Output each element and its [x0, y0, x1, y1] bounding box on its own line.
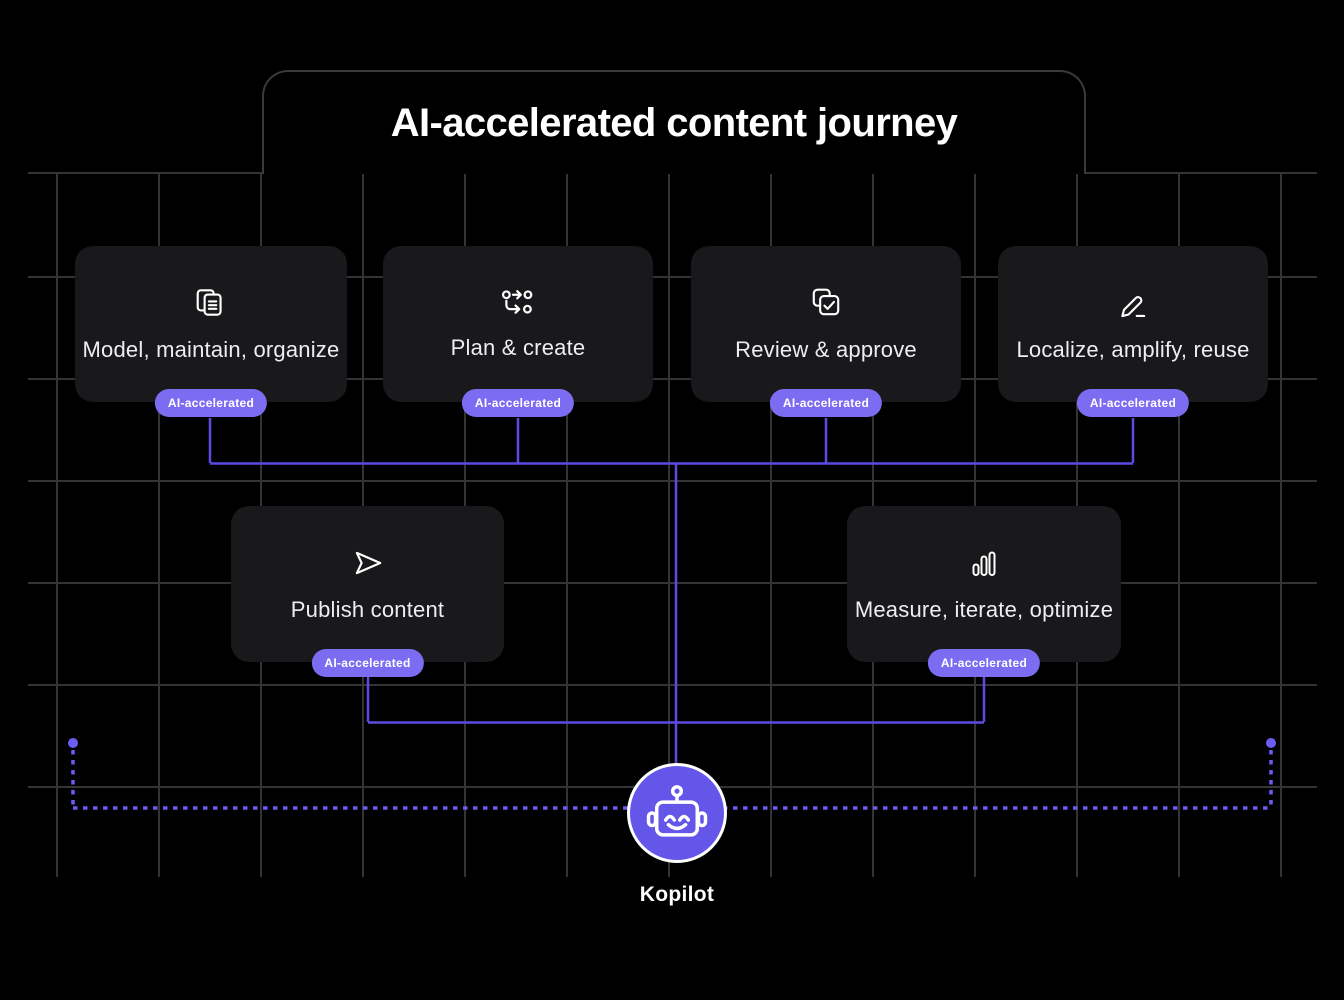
- approve-check-icon: [812, 288, 840, 315]
- documents-icon: [196, 288, 222, 316]
- ai-accelerated-badge: AI-accelerated: [311, 649, 424, 677]
- card-label: Measure, iterate, optimize: [854, 596, 1114, 622]
- ai-accelerated-badge: AI-accelerated: [769, 389, 883, 417]
- card-label: Model, maintain, organize: [82, 336, 340, 362]
- page-title: AI-accelerated content journey: [390, 100, 958, 145]
- card-model-maintain-organize: Model, maintain, organize AI-accelerated: [75, 246, 347, 417]
- loop-endpoint-right-dot: [1266, 738, 1276, 748]
- ai-accelerated-badge: AI-accelerated: [927, 649, 1041, 677]
- card-publish-content: Publish content AI-accelerated: [231, 506, 504, 677]
- bar-chart-icon: [972, 551, 996, 576]
- send-icon: [355, 551, 381, 574]
- workflow-icon: [501, 290, 533, 314]
- card-label: Plan & create: [450, 335, 586, 360]
- ai-accelerated-badge: AI-accelerated: [154, 389, 268, 417]
- card-label: Review & approve: [735, 336, 917, 362]
- connector-lines: [208, 418, 1135, 772]
- card-label: Localize, amplify, reuse: [1016, 336, 1250, 362]
- ai-accelerated-badge: AI-accelerated: [461, 389, 575, 417]
- loop-endpoint-left-dot: [68, 738, 78, 748]
- kopilot-label: Kopilot: [639, 883, 715, 906]
- card-localize-amplify-reuse: Localize, amplify, reuse AI-accelerated: [998, 246, 1268, 417]
- card-plan-create: Plan & create AI-accelerated: [383, 246, 653, 417]
- card-label: Publish content: [290, 596, 445, 622]
- kopilot-avatar: [627, 763, 727, 863]
- pencil-icon: [1121, 295, 1146, 317]
- robot-icon: [646, 785, 708, 837]
- card-measure-iterate-optimize: Measure, iterate, optimize AI-accelerate…: [847, 506, 1121, 677]
- title-box: AI-accelerated content journey: [262, 70, 1086, 174]
- kopilot-loop-connector: [68, 738, 1276, 810]
- card-review-approve: Review & approve AI-accelerated: [691, 246, 961, 417]
- ai-accelerated-badge: AI-accelerated: [1076, 389, 1190, 417]
